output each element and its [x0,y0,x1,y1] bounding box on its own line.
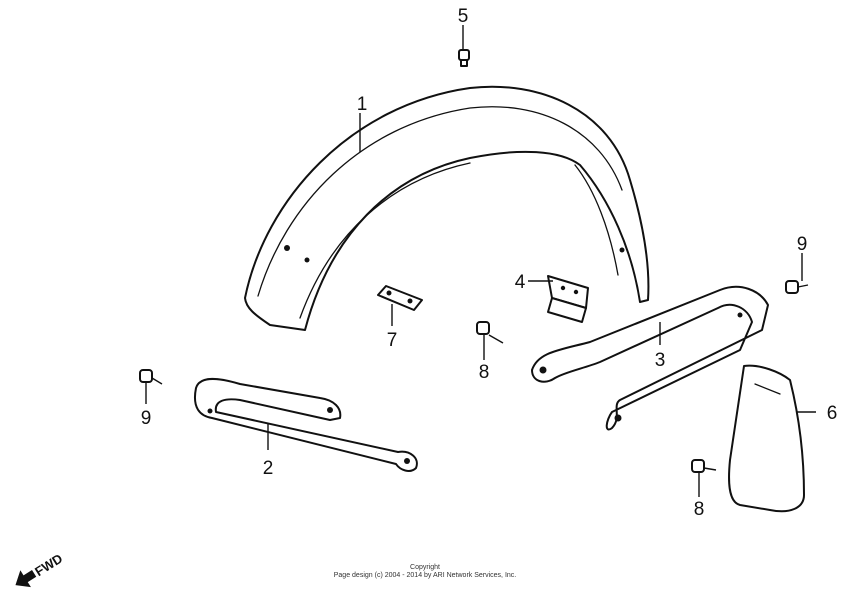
copyright-title: Copyright [410,564,440,571]
callout-2: 2 [263,458,274,479]
fender [244,85,650,331]
fender-bracket [547,275,589,323]
bolt-8-lower [691,459,717,473]
copyright-notice: Page design (c) 2004 - 2014 by ARI Netwo… [333,572,517,579]
callout-9-right: 9 [797,234,808,255]
callout-7: 7 [387,330,398,351]
callout-6: 6 [827,403,838,424]
fender-stay-left [194,377,418,472]
callout-4: 4 [515,272,526,293]
mud-flap [728,364,805,513]
callout-5: 5 [458,6,469,27]
fender-stay-right [531,285,769,431]
bolt-8-upper [476,321,504,344]
callout-1: 1 [357,94,368,115]
bolt-9-right [785,280,809,294]
bolt-5 [458,49,470,67]
callout-8-upper: 8 [479,362,490,383]
callout-3: 3 [655,350,666,371]
callout-8-lower: 8 [694,499,705,520]
callout-9-left: 9 [141,408,152,429]
bolt-9-left [139,369,163,385]
fender-clip [377,285,423,311]
forward-arrow-icon: FWD [15,551,65,588]
